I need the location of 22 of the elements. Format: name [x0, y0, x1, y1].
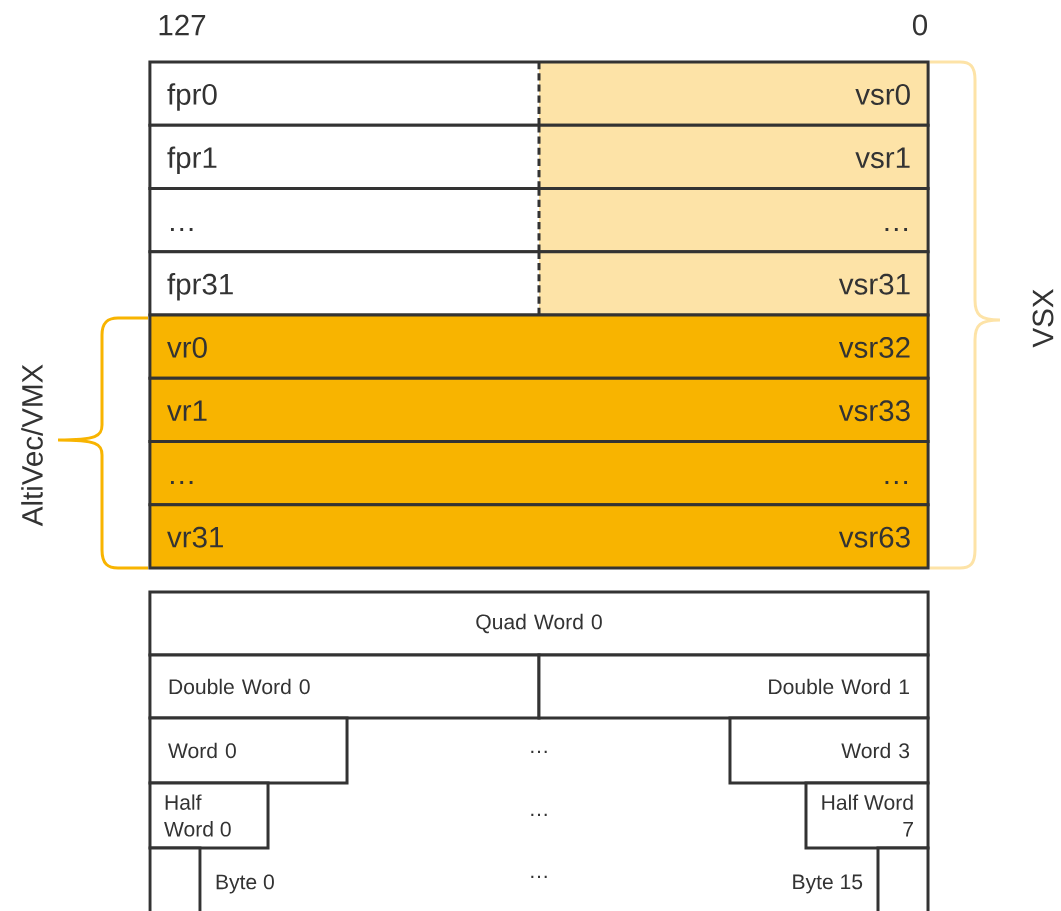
- brace-label: AltiVec/VMX: [21, 364, 43, 527]
- word-cell: Double Word 0: [148, 653, 541, 720]
- register-row: fpr0 vsr0: [148, 60, 930, 127]
- register-row: vr1 vsr33: [148, 376, 930, 443]
- byte-cell: [876, 846, 930, 911]
- cell-label: Byte 15: [793, 874, 863, 894]
- register-row: vr0 vsr32: [148, 313, 930, 380]
- ellipsis: …: [531, 875, 547, 879]
- word-cell: Word 3: [728, 716, 930, 785]
- word-cell: Word 0: [148, 716, 349, 785]
- word-cell: Double Word 1: [537, 653, 930, 720]
- register-row: fpr31 vsr31: [148, 250, 930, 317]
- register-row: … …: [148, 440, 930, 507]
- register-row: fpr1 vsr1: [148, 123, 930, 190]
- ellipsis: …: [531, 813, 547, 817]
- register-row: vr31 vsr63: [148, 503, 930, 570]
- brace-label: VSX: [1032, 289, 1054, 348]
- cell-label: Byte 0: [216, 874, 274, 894]
- ellipsis: …: [531, 750, 547, 754]
- byte-cell: [148, 846, 202, 911]
- word-cell: Quad Word 0: [148, 590, 930, 657]
- register-row: … …: [148, 187, 930, 254]
